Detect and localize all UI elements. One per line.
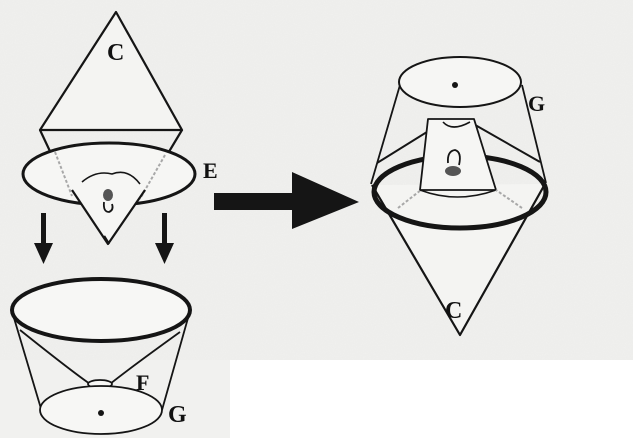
- label-f: F: [136, 370, 149, 395]
- bulb-socket: [103, 189, 113, 201]
- right-arrow: [214, 172, 359, 229]
- bottom-left-assembly: [10, 277, 192, 435]
- bulb-socket-right: [445, 166, 461, 176]
- blank-corner: [230, 360, 633, 438]
- shade-g-sides: [13, 317, 189, 413]
- down-arrow-left: [34, 213, 53, 264]
- inner-cone-top: [442, 121, 471, 128]
- bulb-loop-right: [446, 149, 461, 166]
- inner-cone-base: [419, 189, 497, 198]
- shade-g-right-top: [398, 56, 522, 108]
- label-c-right: C: [445, 298, 462, 324]
- cone-c-opening: [81, 171, 141, 185]
- down-arrow-right: [155, 213, 174, 264]
- shade-g-right-sides: [370, 84, 547, 185]
- ring-spokes-right: [397, 189, 523, 209]
- label-c-top: C: [107, 40, 124, 66]
- shade-hole: [98, 410, 104, 416]
- shade-g-right-hole: [452, 82, 458, 88]
- right-assembly: [370, 56, 549, 337]
- label-g-right: G: [528, 91, 545, 116]
- top-left-assembly: [21, 10, 197, 246]
- cone-f: [19, 329, 181, 385]
- shade-g-top-rim: [10, 277, 192, 343]
- bulb-loop: [102, 201, 114, 213]
- cone-c-top: [38, 10, 184, 132]
- label-g-bottom: G: [168, 402, 187, 428]
- cone-tip-detail: [102, 235, 111, 245]
- label-e: E: [203, 158, 218, 183]
